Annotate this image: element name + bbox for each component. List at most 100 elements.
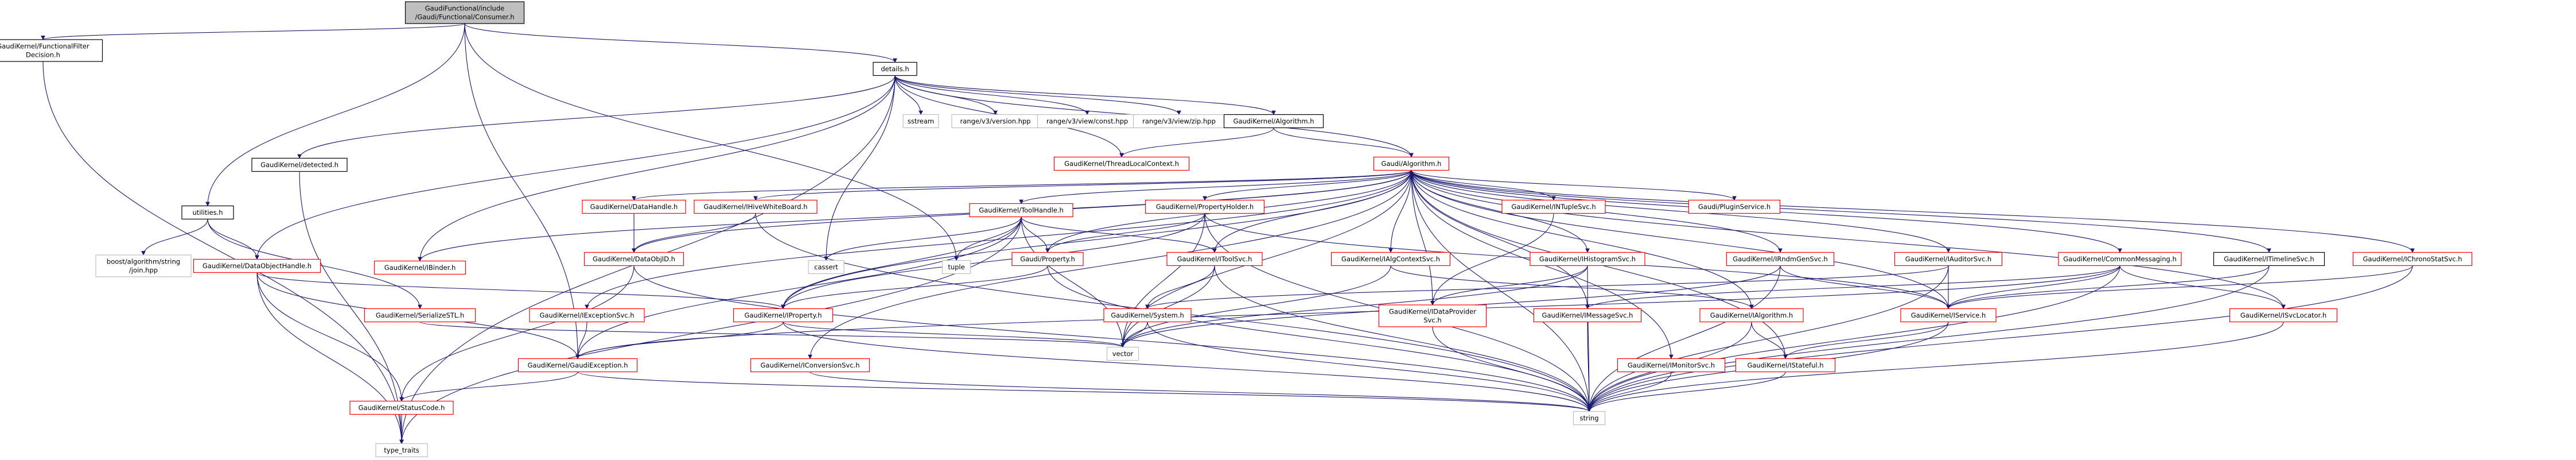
node-iexceptionsvc[interactable]: GaudiKernel/IExceptionSvc.h [529, 308, 645, 323]
node-intuplesvc[interactable]: GaudiKernel/INTupleSvc.h [1501, 199, 1606, 214]
node-box [349, 400, 454, 415]
edge-propertyholder-to-gaudi_property [1045, 213, 1205, 253]
edge-root-to-utilities [205, 23, 465, 207]
node-irndmgensvc[interactable]: GaudiKernel/IRndmGenSvc.h [1726, 252, 1835, 266]
node-label: GaudiKernel/GaudiException.h [527, 361, 628, 369]
edge-gaudi_algorithm-to-datahandle [632, 170, 1412, 201]
node-box [193, 258, 321, 273]
node-utilities[interactable]: utilities.h [181, 205, 234, 220]
edge-itoolsvc-to-vector [1120, 265, 1215, 348]
node-gaudi-algorithm[interactable]: Gaudi/Algorithm.h [1373, 156, 1450, 171]
edge-toolhandle-to-gaudiexception [575, 217, 1022, 360]
edge-itoolsvc-to-isystem [1145, 265, 1215, 310]
node-isvclocator[interactable]: GaudiKernel/ISvcLocator.h [2229, 308, 2338, 323]
node-datahandle[interactable]: GaudiKernel/DataHandle.h [582, 199, 686, 214]
node-gk-algorithm[interactable]: GaudiKernel/Algorithm.h [1223, 114, 1324, 129]
edge-utilities-to-boost_join [141, 219, 208, 256]
node-root[interactable]: GaudiFunctional/include/Gaudi/Functional… [404, 1, 525, 24]
node-box [1106, 346, 1139, 361]
node-label: GaudiKernel/StatusCode.h [359, 404, 445, 412]
node-propertyholder[interactable]: GaudiKernel/PropertyHolder.h [1145, 199, 1265, 214]
node-iproperty[interactable]: GaudiKernel/IProperty.h [733, 308, 834, 323]
node-detected[interactable]: GaudiKernel/detected.h [251, 157, 348, 172]
node-toolhandle[interactable]: GaudiKernel/ToolHandle.h [969, 203, 1073, 218]
node-ichronostatsvc[interactable]: GaudiKernel/IChronoStatSvc.h [2352, 252, 2473, 266]
edge-intuplesvc-to-dataprovidersvc [1430, 213, 1554, 306]
edge-gaudi_algorithm-to-iproperty [781, 170, 1412, 310]
node-box [404, 1, 525, 24]
edge-layer [41, 23, 2415, 444]
node-box [1053, 156, 1190, 171]
edge-gaudi_property-to-iproperty [781, 265, 1048, 310]
node-commonmessaging[interactable]: GaudiKernel/CommonMessaging.h [2058, 252, 2182, 266]
edge-imessagesvc-to-string [1587, 322, 1591, 412]
node-box [1900, 308, 1997, 323]
edge-root-to-details [464, 23, 897, 63]
node-ihivewhiteboard[interactable]: GaudiKernel/IHiveWhiteBoard.h [694, 199, 818, 214]
node-label: sstream [908, 117, 934, 125]
node-box [1533, 308, 1642, 323]
node-dataobjecthandle[interactable]: GaudiKernel/DataObjectHandle.h [193, 258, 321, 273]
edge-ichronostatsvc-to-iservice [1946, 265, 2413, 310]
node-box [1223, 114, 1324, 129]
edge-root-to-ffd [41, 23, 465, 40]
node-label: GaudiKernel/IBinder.h [384, 264, 456, 272]
node-dataobjid[interactable]: GaudiKernel/DataObjID.h [583, 252, 684, 266]
node-box [750, 358, 870, 373]
node-box [364, 308, 476, 323]
node-box [733, 308, 834, 323]
node-box [373, 260, 466, 275]
edge-toolhandle-to-gaudi_property [1021, 217, 1050, 253]
node-pluginservice[interactable]: Gaudi/PluginService.h [1688, 199, 1781, 214]
node-itoolsvc[interactable]: GaudiKernel/IToolSvc.h [1166, 252, 1263, 266]
edge-isystem-to-string [1147, 322, 1591, 412]
node-label: GaudiKernel/ToolHandle.h [979, 206, 1064, 214]
node-isystem[interactable]: GaudiKernel/System.h [1103, 308, 1192, 323]
edge-gaudi_algorithm-to-isvclocator [1411, 170, 2286, 310]
node-serializestl[interactable]: GaudiKernel/SerializeSTL.h [364, 308, 476, 323]
node-layer: GaudiFunctional/include/Gaudi/Functional… [0, 1, 2473, 458]
node-imonitorsvc[interactable]: GaudiKernel/IMonitorSvc.h [1617, 358, 1726, 373]
edge-ichronostatsvc-to-string [1587, 265, 2413, 412]
node-istateful[interactable]: GaudiKernel/IStateful.h [1735, 358, 1836, 373]
node-ialgorithm[interactable]: GaudiKernel/IAlgorithm.h [1699, 308, 1804, 323]
node-iconversionsvc[interactable]: GaudiKernel/IConversionSvc.h [750, 358, 870, 373]
node-label: GaudiKernel/System.h [1111, 311, 1184, 319]
node-box [941, 260, 971, 275]
node-label: GaudiKernel/IConversionSvc.h [761, 361, 860, 369]
node-boost-join: boost/algorithm/string/join.hpp [95, 254, 192, 277]
node-box [1573, 411, 1606, 426]
node-label: GaudiKernel/IMonitorSvc.h [1628, 361, 1715, 369]
edge-itoolsvc-to-string [1214, 265, 1591, 412]
edge-irndmgensvc-to-iservice [1780, 265, 1951, 310]
node-box [2352, 252, 2473, 266]
edge-gk_algorithm-to-gaudi_algorithm [1273, 127, 1414, 158]
edge-serializestl-to-vector [419, 322, 1125, 348]
node-ibinder[interactable]: GaudiKernel/IBinder.h [373, 260, 466, 275]
edge-gaudiexception-to-string [577, 372, 1591, 412]
node-imessagesvc[interactable]: GaudiKernel/IMessageSvc.h [1533, 308, 1642, 323]
node-gaudi-property[interactable]: Gaudi/Property.h [1011, 252, 1084, 266]
node-ihistogramsvc[interactable]: GaudiKernel/IHistogramSvc.h [1530, 252, 1645, 266]
node-ialgcontextsvc[interactable]: GaudiKernel/IAlgContextSvc.h [1330, 252, 1451, 266]
node-label: boost/algorithm/string [107, 258, 180, 266]
node-iauditorsvc[interactable]: GaudiKernel/IAuditorSvc.h [1894, 252, 2003, 266]
edge-ialgcontextsvc-to-vector [1120, 265, 1391, 348]
node-label: Decision.h [26, 51, 60, 59]
node-label: GaudiKernel/IToolSvc.h [1177, 255, 1252, 263]
edge-imonitorsvc-to-string [1587, 372, 1672, 412]
node-threadlocal[interactable]: GaudiKernel/ThreadLocalContext.h [1053, 156, 1190, 171]
node-gaudiexception[interactable]: GaudiKernel/GaudiException.h [517, 358, 638, 373]
node-details[interactable]: details.h [873, 61, 917, 76]
node-itimelinesvc[interactable]: GaudiKernel/ITimelineSvc.h [2213, 252, 2325, 266]
edge-toolhandle-to-cassert [824, 217, 1022, 261]
node-label: GaudiKernel/DataObjID.h [593, 255, 675, 263]
edge-commonmessaging-to-iservice [1946, 265, 2120, 310]
node-statuscode[interactable]: GaudiKernel/StatusCode.h [349, 400, 454, 415]
node-label: Svc.h [1423, 316, 1441, 324]
node-iservice[interactable]: GaudiKernel/IService.h [1900, 308, 1997, 323]
edge-gaudi_algorithm-to-propertyholder [1203, 170, 1412, 201]
node-label: range/v3/view/zip.hpp [1142, 117, 1216, 125]
